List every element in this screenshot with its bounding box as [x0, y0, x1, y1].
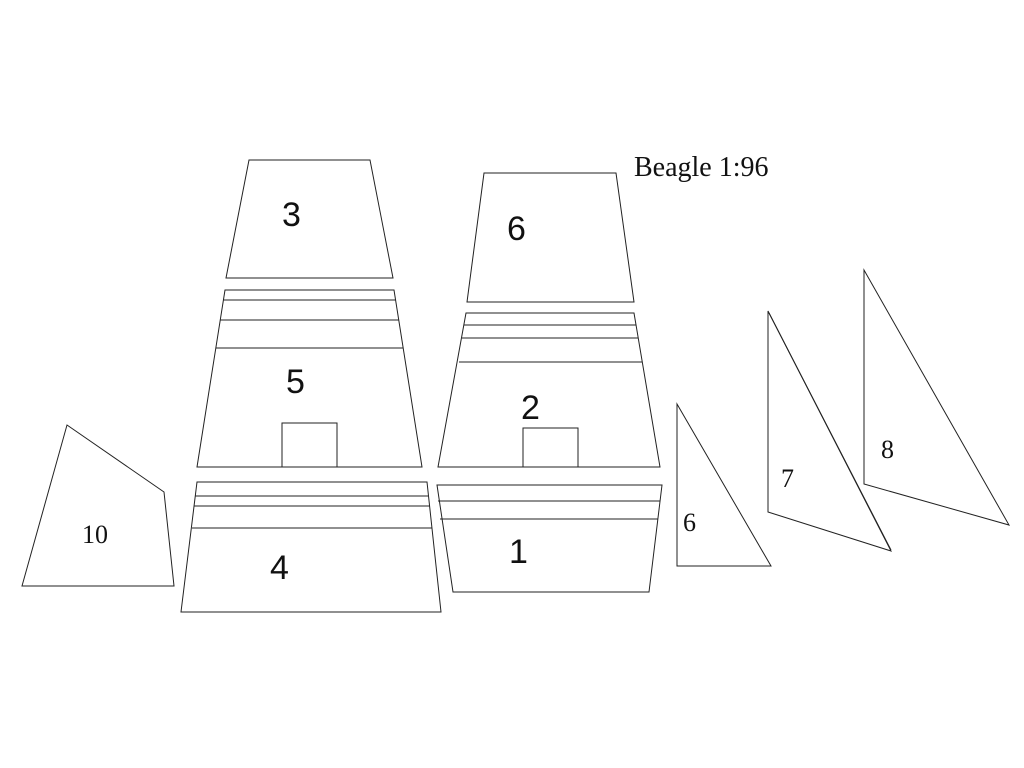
- sail-piece-2: 2: [437, 312, 661, 468]
- sheet-title: Beagle 1:96: [634, 152, 769, 183]
- sail-piece-3: 3: [225, 159, 394, 279]
- piece-label-2: 2: [521, 389, 540, 427]
- piece-label-6-triangle: 6: [683, 508, 696, 537]
- sail-piece-6-triangle: 6: [676, 402, 772, 567]
- piece-label-6-top: 6: [507, 210, 526, 248]
- sail-piece-6-top: 6: [466, 172, 635, 303]
- sail-piece-1: 1: [436, 484, 663, 593]
- sail-piece-5: 5: [196, 289, 423, 468]
- piece-label-7: 7: [781, 464, 794, 493]
- piece-label-5: 5: [286, 363, 305, 401]
- piece-label-3: 3: [282, 196, 301, 234]
- reef-patch-2: [522, 427, 579, 468]
- piece-label-1: 1: [509, 533, 528, 571]
- sail-piece-8: 8: [863, 268, 1011, 526]
- piece-label-10: 10: [82, 520, 108, 549]
- sail-piece-10: 10: [21, 424, 175, 587]
- reef-patch-5: [281, 422, 338, 468]
- sail-piece-7: 7: [767, 310, 892, 552]
- piece-label-8: 8: [881, 435, 894, 464]
- sail-piece-4: 4: [180, 481, 442, 613]
- piece-label-4: 4: [270, 549, 289, 587]
